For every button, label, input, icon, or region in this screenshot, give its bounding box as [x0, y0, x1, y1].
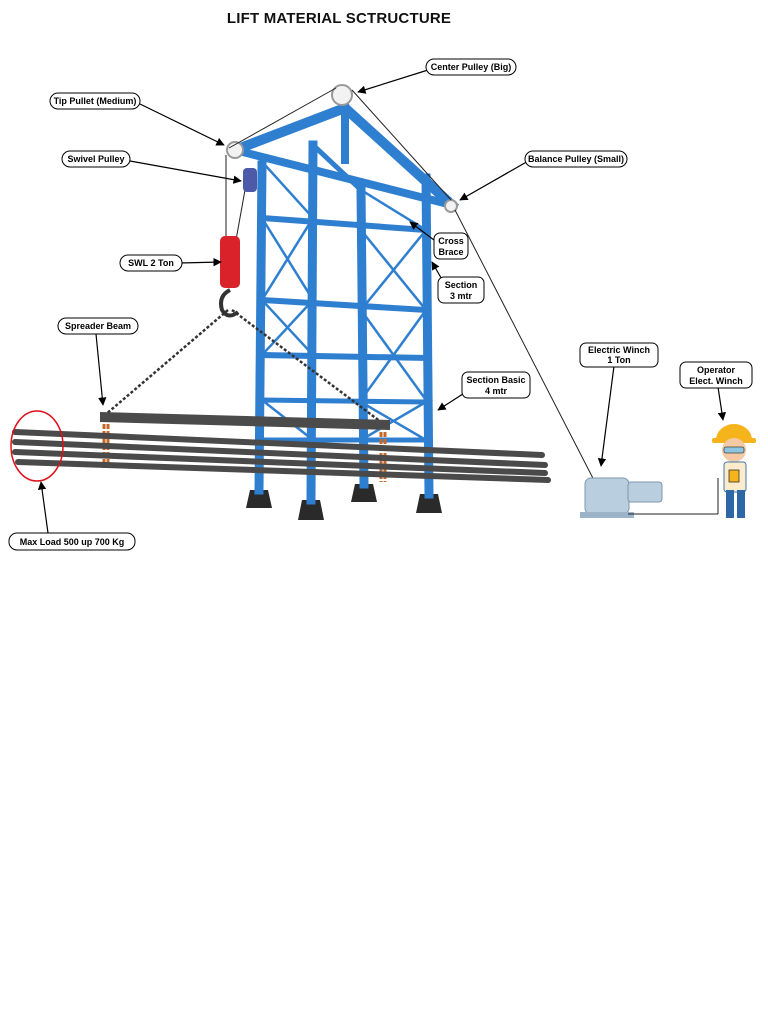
svg-text:Center Pulley (Big): Center Pulley (Big)	[431, 62, 512, 72]
callout-labels: Center Pulley (Big) Tip Pullet (Medium) …	[8, 58, 753, 551]
svg-text:Brace: Brace	[438, 247, 463, 257]
label-swl: SWL 2 Ton	[119, 254, 183, 272]
label-section-basic: Section Basic 4 mtr	[461, 371, 531, 399]
tip-pulley-icon	[226, 141, 244, 159]
svg-text:Cross: Cross	[438, 236, 464, 246]
svg-text:SWL 2 Ton: SWL 2 Ton	[128, 258, 174, 268]
label-swivel-pulley: Swivel Pulley	[61, 150, 131, 168]
label-cross-brace: Cross Brace	[433, 232, 469, 260]
pulleys	[226, 84, 458, 213]
tower-frame	[228, 91, 460, 505]
svg-text:Section Basic: Section Basic	[466, 375, 525, 385]
callout-arrows	[37, 69, 727, 534]
tower-feet	[246, 484, 442, 520]
label-operator: Operator Elect. Winch	[679, 361, 753, 389]
svg-text:Swivel Pulley: Swivel Pulley	[67, 154, 124, 164]
svg-text:Balance Pulley (Small): Balance Pulley (Small)	[528, 154, 624, 164]
hook-block-icon	[220, 236, 240, 288]
hoist-hook	[219, 168, 257, 318]
sling-chains	[104, 309, 386, 426]
operator-figure	[712, 424, 756, 518]
svg-text:3 mtr: 3 mtr	[450, 291, 473, 301]
electric-winch	[580, 477, 719, 518]
label-tip-pulley: Tip Pullet (Medium)	[49, 92, 141, 110]
svg-text:Elect. Winch: Elect. Winch	[689, 376, 742, 386]
svg-text:Section: Section	[445, 280, 478, 290]
label-center-pulley: Center Pulley (Big)	[425, 58, 517, 76]
page-title: LIFT MATERIAL SCTRUCTURE	[226, 10, 452, 27]
spreader-beam	[100, 412, 390, 430]
svg-text:4 mtr: 4 mtr	[485, 386, 508, 396]
label-section-3: Section 3 mtr	[437, 276, 485, 304]
label-electric-winch: Electric Winch 1 Ton	[579, 342, 659, 368]
label-balance-pulley: Balance Pulley (Small)	[524, 150, 628, 168]
svg-text:Operator: Operator	[697, 365, 736, 375]
svg-text:Spreader Beam: Spreader Beam	[65, 321, 131, 331]
pipe-bundle	[12, 429, 551, 483]
swivel-pulley-icon	[243, 168, 257, 192]
svg-text:Tip Pullet (Medium): Tip Pullet (Medium)	[54, 96, 137, 106]
label-max-load: Max Load 500 up 700 Kg	[8, 532, 136, 551]
wire-rope	[225, 87, 599, 489]
max-load-highlight	[10, 410, 64, 482]
label-spreader-beam: Spreader Beam	[57, 317, 139, 335]
svg-text:1 Ton: 1 Ton	[607, 355, 630, 365]
svg-text:Max Load 500 up 700 Kg: Max Load 500 up 700 Kg	[20, 537, 125, 547]
svg-text:Electric Winch: Electric Winch	[588, 345, 650, 355]
center-pulley-icon	[331, 84, 353, 106]
